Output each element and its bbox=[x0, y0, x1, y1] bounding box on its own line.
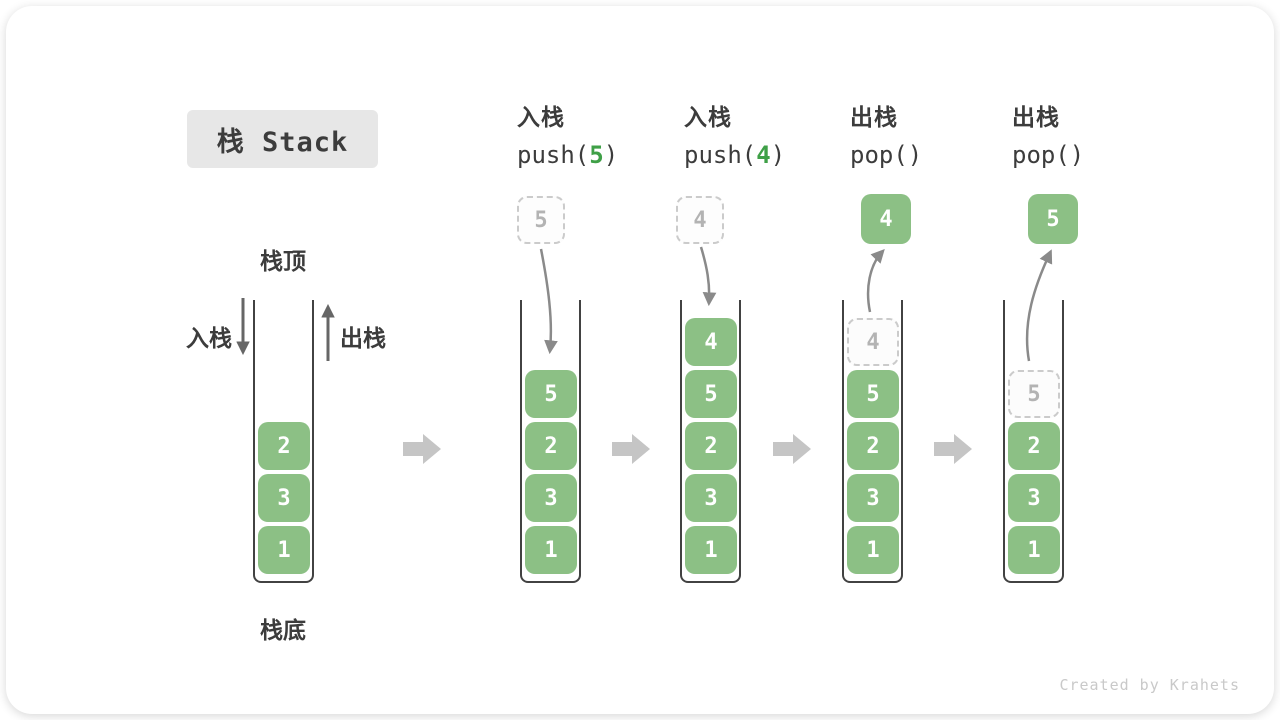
pop-label: 出栈 bbox=[340, 325, 386, 351]
stack-cell: 3 bbox=[258, 474, 310, 522]
step4-code: pop() bbox=[1012, 141, 1085, 169]
stack-cell: 3 bbox=[1008, 474, 1060, 522]
stack-cell-ghost: 5 bbox=[1008, 370, 1060, 418]
step3-header: 出栈 pop() bbox=[850, 98, 922, 169]
step-arrow-2 bbox=[612, 434, 650, 464]
push4-arrow bbox=[699, 246, 717, 307]
stack-well-step2 bbox=[680, 300, 741, 583]
step1-op-label: 入栈 bbox=[517, 104, 565, 130]
step3-popped-value: 4 bbox=[861, 194, 911, 244]
stack-cell: 4 bbox=[685, 318, 737, 366]
stack-cell: 5 bbox=[525, 370, 577, 418]
stack-cell: 5 bbox=[685, 370, 737, 418]
step2-code: push(4) bbox=[684, 141, 786, 169]
stack-cell: 2 bbox=[685, 422, 737, 470]
stack-cell: 5 bbox=[847, 370, 899, 418]
stack-cell: 1 bbox=[525, 526, 577, 574]
stack-cell: 2 bbox=[258, 422, 310, 470]
stack-cell: 3 bbox=[525, 474, 577, 522]
step4-header: 出栈 pop() bbox=[1012, 98, 1084, 169]
stack-well-base bbox=[253, 300, 314, 583]
step2-op-label: 入栈 bbox=[684, 104, 732, 130]
stack-cell: 3 bbox=[685, 474, 737, 522]
step1-code: push(5) bbox=[517, 141, 619, 169]
step3-code: pop() bbox=[850, 141, 923, 169]
step-arrow-1 bbox=[403, 434, 441, 464]
stack-cell: 1 bbox=[685, 526, 737, 574]
step1-incoming-value: 5 bbox=[517, 196, 565, 244]
step2-header: 入栈 push(4) bbox=[684, 98, 785, 169]
step4-op-label: 出栈 bbox=[1012, 104, 1060, 130]
credit-text: Created by Krahets bbox=[1059, 676, 1240, 694]
stack-cell: 1 bbox=[258, 526, 310, 574]
step-arrow-4 bbox=[934, 434, 972, 464]
step1-header: 入栈 push(5) bbox=[517, 98, 618, 169]
step-arrow-3 bbox=[773, 434, 811, 464]
step4-popped-value: 5 bbox=[1028, 194, 1078, 244]
stack-cell: 3 bbox=[847, 474, 899, 522]
stack-cell: 2 bbox=[1008, 422, 1060, 470]
figure-title-label: 栈 Stack bbox=[216, 126, 349, 158]
figure-title: 栈 Stack bbox=[187, 110, 378, 168]
stack-well-step4 bbox=[1003, 300, 1064, 583]
stack-cell: 1 bbox=[1008, 526, 1060, 574]
stack-cell: 2 bbox=[847, 422, 899, 470]
step2-incoming-value: 4 bbox=[676, 196, 724, 244]
stack-top-label: 栈顶 bbox=[260, 248, 306, 274]
step3-op-label: 出栈 bbox=[850, 104, 898, 130]
stack-cell-ghost: 4 bbox=[847, 318, 899, 366]
push-label: 入栈 bbox=[186, 325, 232, 351]
stack-well-step1 bbox=[520, 300, 581, 583]
stack-bottom-label: 栈底 bbox=[260, 617, 306, 643]
stack-well-step3 bbox=[842, 300, 903, 583]
stack-cell: 2 bbox=[525, 422, 577, 470]
stack-cell: 1 bbox=[847, 526, 899, 574]
